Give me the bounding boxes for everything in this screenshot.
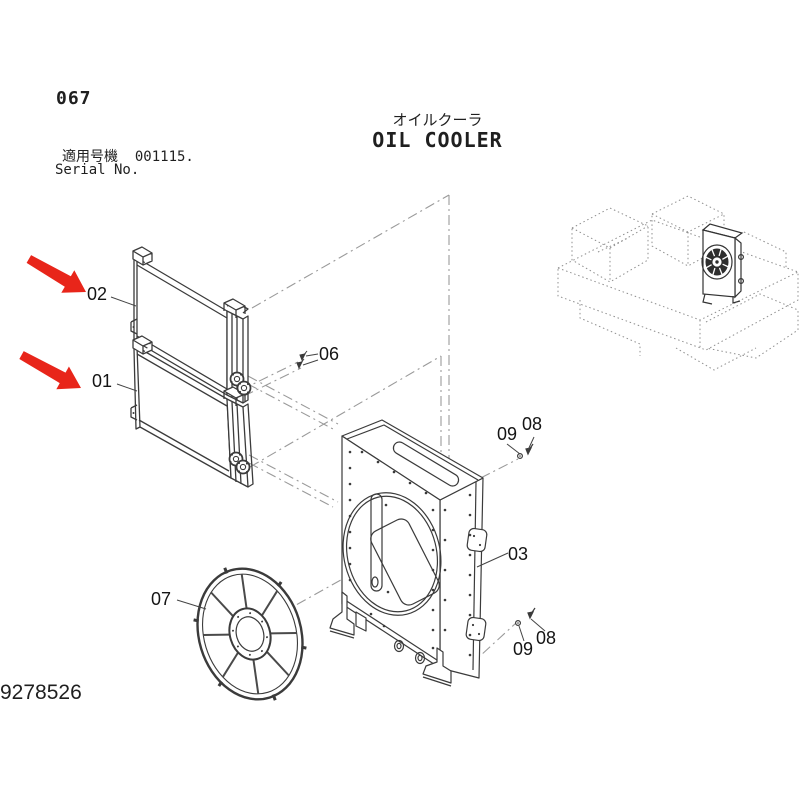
fan-07-drawing: [193, 567, 307, 701]
installed-oil-cooler-drawing: [701, 223, 744, 305]
pipe-flange-connectors: [228, 371, 252, 475]
callout-06-bolt: 06: [319, 344, 340, 364]
callout-01-core-lower: 01: [92, 371, 113, 391]
callout-08-bolt-top: 08: [522, 414, 543, 434]
red-pointer-arrow-02-icon: [26, 255, 86, 293]
applicable-serial-label: 適用号機: [62, 149, 118, 165]
callout-07-fan: 07: [151, 589, 172, 609]
callout-leader-lines: [110, 296, 546, 642]
fastener-08-09-bottom: [514, 607, 536, 626]
callout-08-bolt-bottom: 08: [536, 628, 557, 648]
callout-02-core-upper: 02: [87, 284, 108, 304]
page-title-english: OIL COOLER: [372, 128, 503, 152]
red-pointer-arrow-01-icon: [19, 351, 81, 390]
document-part-number: 9278526: [0, 681, 82, 704]
shroud-bolt-holes: [348, 450, 482, 657]
bolt-06-glyphs: [296, 350, 308, 370]
machine-location-overview: [557, 195, 799, 371]
applicable-serial-value: 001115.: [134, 149, 194, 165]
page-number: 067: [56, 88, 92, 109]
callout-03-shroud: 03: [508, 544, 529, 564]
assembly-centerlines: [240, 194, 519, 668]
shroud-03-drawing: [329, 419, 488, 687]
serial-no-label: Serial No.: [55, 162, 140, 178]
fastener-08-09-top: [516, 443, 534, 460]
callout-09-washer-bottom: 09: [513, 639, 534, 659]
page-title-japanese: オイルクーラ: [392, 111, 483, 129]
applicable-serial-row: 適用号機 001115.: [62, 146, 194, 166]
callout-09-washer-top: 09: [497, 424, 518, 444]
